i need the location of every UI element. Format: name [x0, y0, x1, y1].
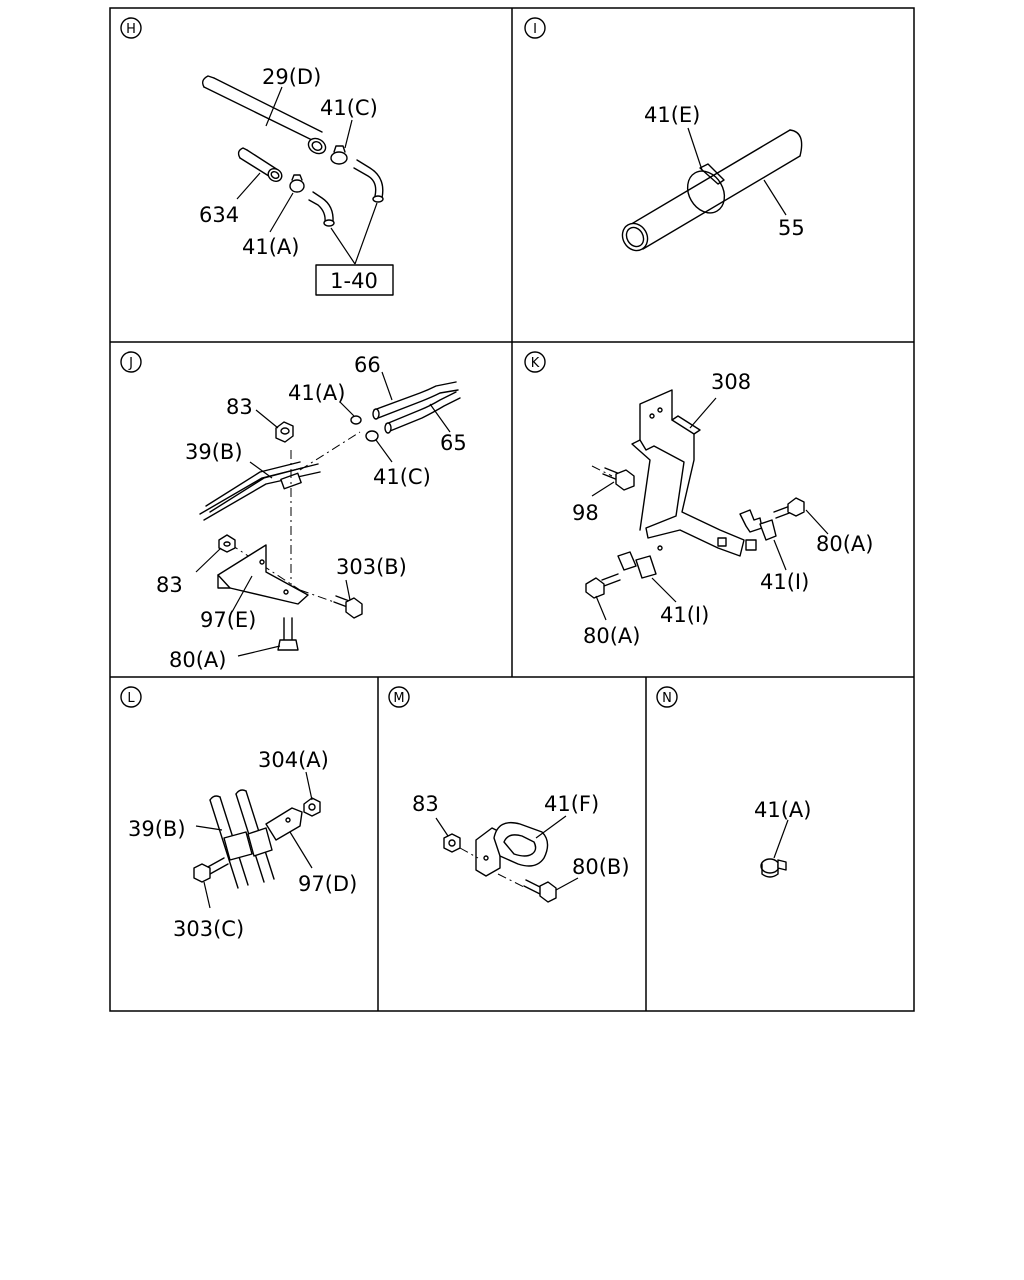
bracket-97d-drawing: [265, 807, 303, 841]
label-k-41i-right: 41(I): [760, 570, 809, 594]
label-65: 65: [440, 431, 467, 455]
label-634: 634: [199, 203, 239, 227]
label-41a: 41(A): [242, 235, 299, 259]
label-j-41a: 41(A): [288, 381, 345, 405]
panel-m: M 83 41(F) 80(B): [388, 686, 630, 903]
pipe-39b-l-drawing: [209, 789, 275, 889]
panel-k-marker: K: [524, 351, 546, 373]
label-j-39b: 39(B): [185, 440, 243, 464]
label-j-83-top: 83: [226, 395, 253, 419]
bolt-80a-j-drawing: [277, 617, 299, 651]
panel-l: L 304(A) 39(B) 97(D): [120, 686, 357, 941]
pipe-55-drawing: [621, 129, 803, 252]
label-303c: 303(C): [173, 917, 244, 941]
label-j-41c: 41(C): [373, 465, 431, 489]
label-97d: 97(D): [298, 872, 357, 896]
clamp-41f-drawing: [475, 821, 549, 877]
panel-h-marker: H: [120, 17, 142, 39]
label-k-80a-right: 80(A): [816, 532, 873, 556]
panel-j: J: [120, 351, 467, 672]
clip-41i-left-drawing: [617, 551, 657, 579]
label-j-83-bottom: 83: [156, 573, 183, 597]
bolt-80b-drawing: [523, 879, 557, 903]
nut-83-m-drawing: [443, 833, 461, 853]
label-29d: 29(D): [262, 65, 321, 89]
label-41e: 41(E): [644, 103, 700, 127]
clamp-41e-drawing: [686, 163, 726, 214]
elbow-hoses-drawing: [308, 159, 384, 227]
label-j-80a: 80(A): [169, 648, 226, 672]
panel-n-letter: N: [662, 691, 672, 706]
bracket-97e-drawing: [217, 544, 309, 605]
panel-j-letter: J: [128, 356, 133, 371]
bolt-303b-drawing: [333, 595, 363, 619]
panel-m-marker: M: [388, 686, 410, 708]
hose-634-drawing: [237, 147, 283, 182]
bracket-308-drawing: [631, 389, 745, 557]
hose-29d-drawing: [201, 75, 327, 155]
diagram-frame: [109, 7, 915, 1012]
panel-l-marker: L: [120, 686, 142, 708]
panel-l-letter: L: [127, 691, 135, 706]
hoses-66-65-drawing: [372, 381, 461, 434]
nut-83-top-drawing: [275, 421, 294, 443]
panel-k-letter: K: [531, 356, 540, 371]
label-41c: 41(C): [320, 96, 378, 120]
panel-n-marker: N: [656, 686, 678, 708]
label-80b: 80(B): [572, 855, 630, 879]
pipe-39b-drawing: [199, 461, 321, 521]
label-303b: 303(B): [336, 555, 407, 579]
label-98: 98: [572, 501, 599, 525]
label-66: 66: [354, 353, 381, 377]
clips-41a-41c-drawing: [350, 415, 379, 442]
label-304a: 304(A): [258, 748, 329, 772]
clip-41a-drawing: [289, 174, 305, 193]
label-97e: 97(E): [200, 608, 256, 632]
label-55: 55: [778, 216, 805, 240]
clip-41c-drawing: [330, 145, 348, 165]
bolt-303c-drawing: [193, 857, 229, 883]
label-308: 308: [711, 370, 751, 394]
ref-box-label: 1-40: [330, 269, 378, 293]
bolt-80a-k-right-drawing: [773, 497, 805, 519]
panel-h-letter: H: [126, 22, 136, 37]
label-l-39b: 39(B): [128, 817, 186, 841]
bolt-80a-k-left-drawing: [585, 573, 621, 599]
nut-83-bottom-drawing: [218, 534, 236, 553]
label-n-41a: 41(A): [754, 798, 811, 822]
bolt-98-drawing: [602, 467, 635, 491]
panel-i: I 41(E) 55: [524, 17, 805, 252]
panel-n: N 41(A): [656, 686, 811, 878]
label-41f: 41(F): [544, 792, 599, 816]
panel-k: K: [524, 351, 873, 648]
nut-304a-drawing: [303, 797, 321, 817]
label-k-41i-left: 41(I): [660, 603, 709, 627]
label-k-80a-left: 80(A): [583, 624, 640, 648]
panel-j-marker: J: [120, 351, 142, 373]
panel-i-marker: I: [524, 17, 546, 39]
panel-i-letter: I: [533, 22, 537, 37]
panel-h: H: [120, 17, 394, 296]
panel-m-letter: M: [393, 691, 404, 706]
label-m-83: 83: [412, 792, 439, 816]
clip-41a-n-drawing: [760, 858, 787, 878]
clip-41i-right-drawing: [739, 509, 777, 551]
